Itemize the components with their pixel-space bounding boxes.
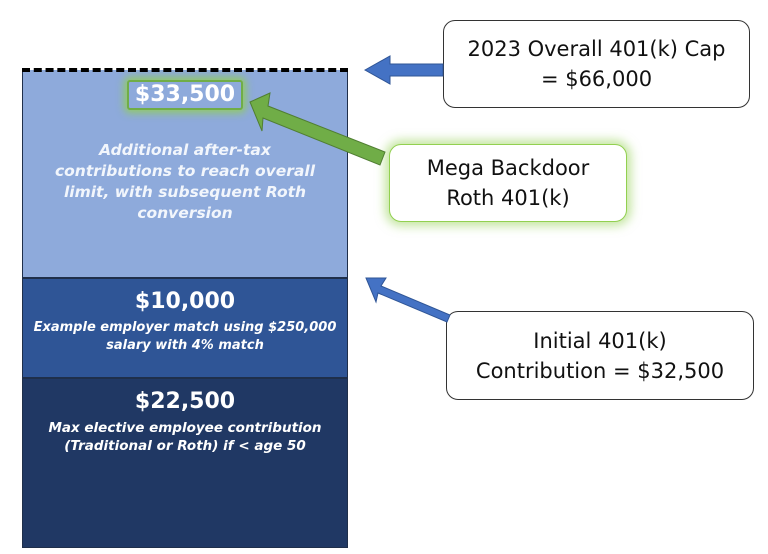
overall-cap-dashed-line: [22, 68, 348, 72]
contribution-stack: $33,500 Additional after-tax contributio…: [22, 70, 348, 548]
initial-contribution-line2: Contribution = $32,500: [475, 358, 725, 383]
overall-cap-line2: = $66,000: [540, 67, 653, 91]
initial-contribution-line1: Initial 401(k): [533, 328, 667, 353]
arrow-up-left-icon: [249, 92, 386, 166]
elective-amount: $22,500: [134, 389, 236, 414]
elective-segment: $22,500 Max elective employee contributi…: [22, 378, 348, 548]
overall-cap-callout: 2023 Overall 401(k) Cap = $66,000: [443, 20, 750, 108]
after-tax-segment: $33,500 Additional after-tax contributio…: [22, 70, 348, 278]
employer-match-amount: $10,000: [134, 289, 236, 314]
arrow-left-icon: [363, 55, 444, 85]
arrow-up-left-icon: [365, 277, 451, 323]
mega-backdoor-line2: Roth 401(k): [446, 186, 570, 210]
after-tax-amount: $33,500: [126, 80, 244, 110]
employer-match-segment: $10,000 Example employer match using $25…: [22, 278, 348, 378]
after-tax-description: Additional after-tax contributions to re…: [54, 141, 316, 222]
mega-backdoor-line1: Mega Backdoor: [426, 156, 590, 180]
overall-cap-line1: 2023 Overall 401(k) Cap: [467, 37, 726, 61]
initial-contribution-callout: Initial 401(k) Contribution = $32,500: [446, 311, 754, 400]
elective-description: Max elective employee contribution (Trad…: [48, 420, 322, 455]
employer-match-description: Example employer match using $250,000 sa…: [33, 320, 337, 353]
mega-backdoor-callout: Mega Backdoor Roth 401(k): [389, 144, 627, 222]
